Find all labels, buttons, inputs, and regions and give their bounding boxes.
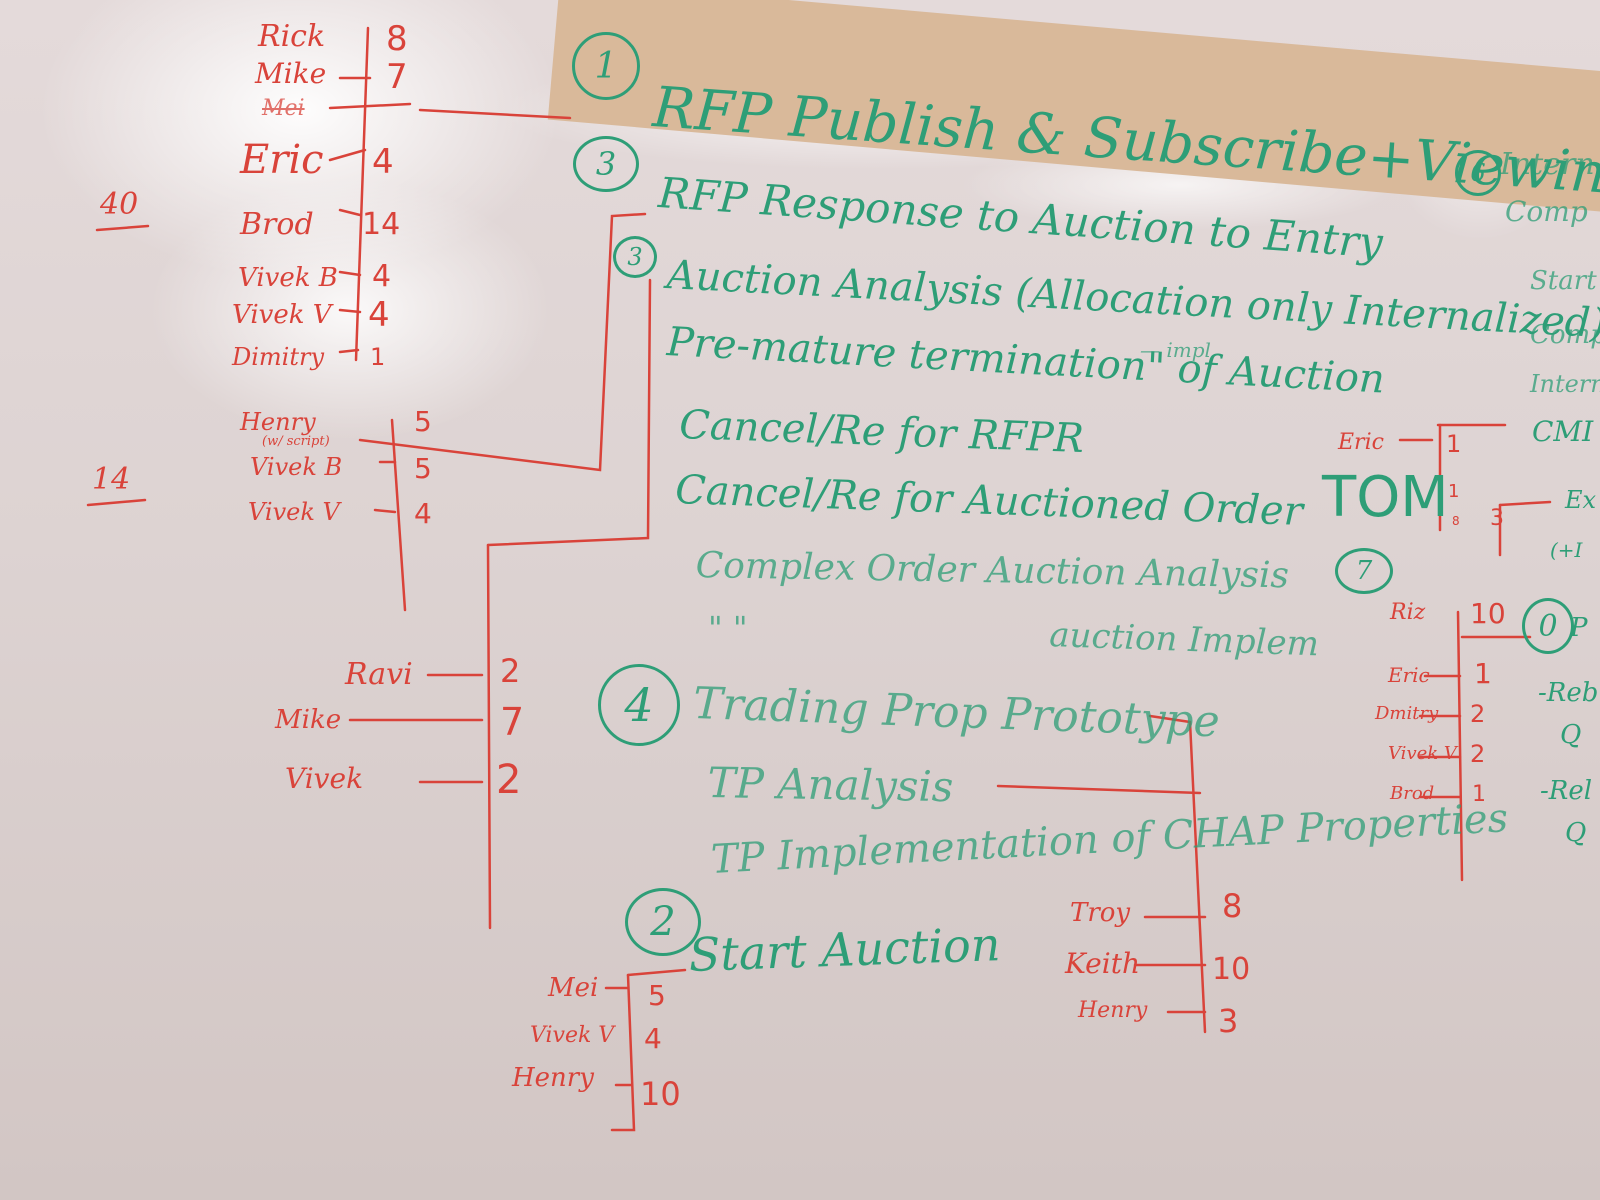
team-b-value-2: 5 <box>414 452 432 485</box>
right-edge-line-3: Start <box>1530 266 1597 296</box>
team-f-value-3: 2 <box>1470 700 1486 728</box>
team-f-name-1: Riz <box>1390 600 1426 625</box>
team-d-value-2: 4 <box>644 1022 662 1055</box>
circle-1: 1 <box>572 32 640 100</box>
team-d-name-3: Henry <box>512 1063 594 1093</box>
team-d-value-1: 5 <box>648 979 666 1012</box>
circle-3b: 3 <box>613 236 657 278</box>
circle-3a: 3 <box>573 136 639 192</box>
team-a-name-3: Mei <box>262 96 305 121</box>
team-d-name-2: Vivek V <box>530 1023 615 1048</box>
tom-value-4: 3 <box>1490 506 1504 531</box>
team-d-name-1: Mei <box>548 973 599 1003</box>
team-e-name-1: Troy <box>1070 898 1131 928</box>
team-a-value-4: 4 <box>372 142 394 182</box>
right-edge-line-10: -Reb <box>1538 678 1599 708</box>
tom-value-1: 1 <box>1446 430 1462 458</box>
team-f-name-4: Vivek V <box>1388 743 1457 764</box>
team-d-value-3: 10 <box>640 1075 681 1113</box>
circle-2: 2 <box>625 888 701 956</box>
team-f-name-5: Brod <box>1390 783 1435 804</box>
team-a-name-5: Brod <box>240 207 314 242</box>
team-a-value-8: 1 <box>370 343 386 371</box>
team-a-value-5: 14 <box>362 207 401 242</box>
team-b-value-3: 4 <box>414 497 432 530</box>
team-a-name-2: Mike <box>255 57 327 90</box>
team-f-name-2: Eric <box>1388 663 1430 687</box>
team-a-value-7: 4 <box>368 295 390 335</box>
team-b-name-1: Henry <box>240 408 316 436</box>
team-a-name-1: Rick <box>258 19 326 54</box>
right-edge-line-4: Comp <box>1530 320 1600 350</box>
team-f-value-2: 1 <box>1474 657 1492 690</box>
team-b-value-1: 5 <box>414 405 432 438</box>
team-c-value-1: 2 <box>500 652 521 690</box>
team-f-value-1: 10 <box>1470 597 1506 630</box>
right-edge-line-1: Intern <box>1500 147 1595 182</box>
right-edge-line-8: (+I <box>1550 538 1583 562</box>
team-c-value-2: 7 <box>500 700 525 744</box>
team-c-name-3: Vivek <box>285 762 364 795</box>
team-b-name-3: Vivek V <box>248 498 340 526</box>
team-b-note-1: (w/ script) <box>262 434 330 449</box>
team-f-value-4: 2 <box>1470 740 1486 768</box>
right-edge-line-5: Intern <box>1530 370 1600 398</box>
right-edge-line-11: Q <box>1560 720 1582 750</box>
team-a-value-1: 8 <box>386 19 408 59</box>
team-b-to-rfp-response <box>358 212 647 472</box>
right-edge-line-2: Comp <box>1505 195 1588 228</box>
circle-0: 0 <box>1522 598 1574 654</box>
team-c-bracket <box>486 543 492 930</box>
team-c-name-1: Ravi <box>345 657 413 692</box>
team-a-bracket <box>354 26 370 362</box>
right-edge-line-12: -Rel <box>1540 776 1593 806</box>
team-b-name-2: Vivek B <box>250 453 343 481</box>
team-d-bracket <box>610 973 636 1132</box>
team-c-value-3: 2 <box>496 757 522 803</box>
team-a-name-4: Eric <box>240 137 324 183</box>
team-c-name-2: Mike <box>275 705 342 735</box>
team-f-name-3: Dmitry <box>1375 703 1439 724</box>
circle-4: 4 <box>598 664 680 746</box>
task-start-auction: Start Auction <box>687 917 1002 982</box>
team-a-to-rfp-line <box>418 108 572 120</box>
team-e-name-2: Keith <box>1065 947 1140 980</box>
team-a-name-6: Vivek B <box>238 263 338 293</box>
team-e-name-3: Henry <box>1078 998 1148 1023</box>
team-a-name-8: Dimitry <box>232 343 325 371</box>
team-b-total: 14 <box>92 462 131 497</box>
right-edge-line-9: P <box>1570 613 1588 643</box>
task-complex-impl: auction Implem <box>1048 615 1320 665</box>
tom-value-3: 8 <box>1452 514 1460 528</box>
team-a-total: 40 <box>100 187 139 222</box>
task-tp-analysis: TP Analysis <box>707 758 954 812</box>
team-b-bracket <box>390 418 407 612</box>
team-e-bracket <box>1148 714 1207 1034</box>
team-c-to-auction-analysis <box>486 278 652 547</box>
right-edge-line-6: CMI <box>1532 415 1594 448</box>
team-f-bracket <box>1456 610 1464 882</box>
tom-value-2: 1 <box>1448 481 1460 502</box>
tom-name: TOM <box>1322 465 1449 530</box>
tom-eric-name: Eric <box>1338 430 1384 455</box>
team-a-value-2: 7 <box>386 57 408 97</box>
task-premature-note: — impl <box>1140 338 1211 362</box>
right-edge-line-13: Q <box>1565 818 1587 848</box>
team-a-value-6: 4 <box>372 259 392 294</box>
circle-7: 7 <box>1335 548 1393 594</box>
task-complex-analysis: Complex Order Auction Analysis <box>695 545 1290 597</box>
right-edge-line-7: Ex <box>1565 486 1597 514</box>
team-e-value-1: 8 <box>1222 887 1243 925</box>
circle-6: 6 <box>1455 150 1501 196</box>
task-complex-impl-marks: " " <box>708 609 748 647</box>
team-a-name-7: Vivek V <box>232 300 332 330</box>
team-e-value-2: 10 <box>1212 952 1251 987</box>
team-e-value-3: 3 <box>1218 1002 1239 1040</box>
team-f-value-5: 1 <box>1472 782 1486 807</box>
